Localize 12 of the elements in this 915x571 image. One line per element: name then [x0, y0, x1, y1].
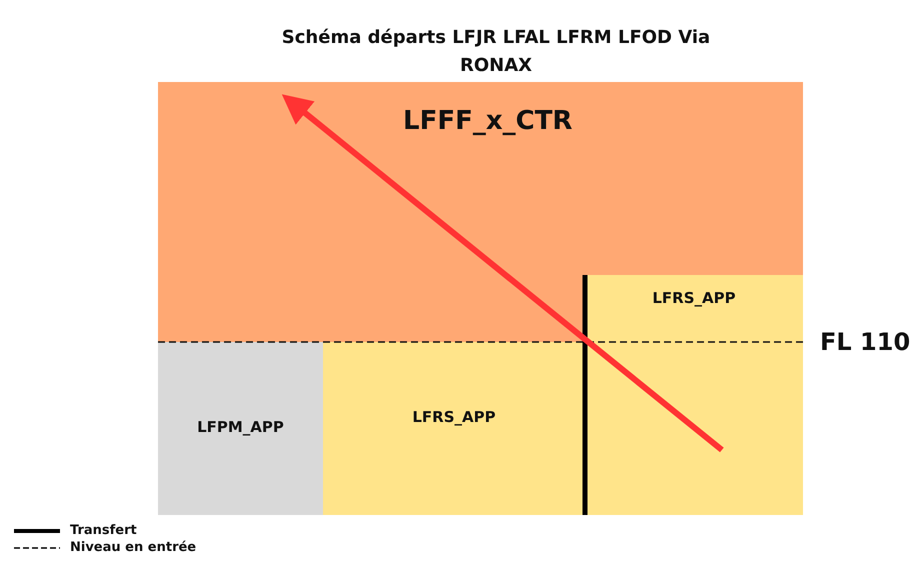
airspace-sector: [323, 342, 803, 515]
diagram-title: Schéma départs LFJR LFAL LFRM LFOD Via RONAX: [280, 26, 712, 78]
sector-label: LFFF_x_CTR: [403, 106, 572, 136]
sector-label: LFRS_APP: [651, 289, 737, 307]
sector-label: LFRS_APP: [411, 408, 497, 426]
legend-label: Transfert: [70, 523, 137, 538]
flight-level-label: FL 110: [820, 328, 910, 356]
airspace-sector: [585, 275, 803, 342]
sector-label: LFPM_APP: [196, 418, 285, 436]
legend-label: Niveau en entrée: [70, 540, 196, 555]
flight-path-arrow: [282, 94, 724, 452]
airspace-sector: [158, 342, 323, 515]
